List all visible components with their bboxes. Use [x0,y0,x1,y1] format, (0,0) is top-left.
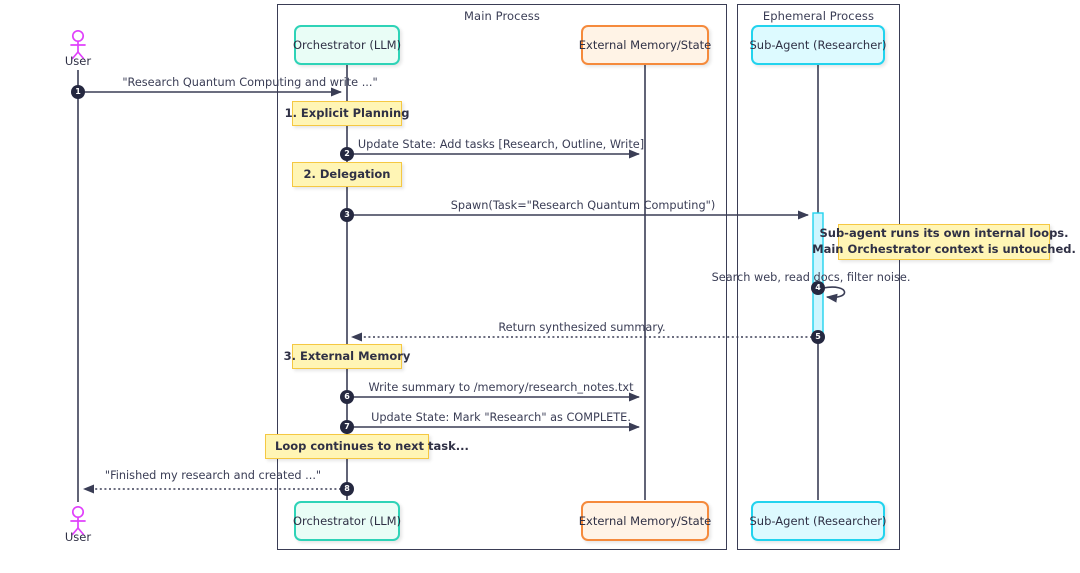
group-title-ephemeral-process: Ephemeral Process [762,9,875,23]
participant-box-memory-top[interactable]: External Memory/State [579,25,711,65]
note-loop-continues: Loop continues to next task... [265,434,469,459]
note-subagent-line-1: Sub-agent runs its own internal loops. [819,226,1069,241]
sequence-badge-3: 3 [340,208,354,222]
actor-label-user-top: User [64,54,92,68]
participant-box-memory-bottom[interactable]: External Memory/State [579,501,711,541]
message-label-8: "Finished my research and created ..." [104,469,322,482]
actor-user-bottom-icon [70,505,86,536]
group-frame-ephemeral-process [737,4,900,550]
note-subagent-line-2: Main Orchestrator context is untouched. [812,242,1076,256]
sequence-badge-7: 7 [340,420,354,434]
participant-box-orchestrator-bottom[interactable]: Orchestrator (LLM) [293,501,401,541]
group-title-main-process: Main Process [464,9,540,23]
actor-user-top-icon [70,29,86,60]
message-label-4: Search web, read docs, filter noise. [711,271,911,284]
actor-label-user-bottom: User [64,530,92,544]
message-arrow-4-self-loop [822,286,846,303]
note-delegation: 2. Delegation [292,162,402,187]
sequence-badge-6: 6 [340,390,354,404]
message-label-6: Write summary to /memory/research_notes.… [368,381,634,394]
message-label-1: "Research Quantum Computing and write ..… [122,76,378,89]
sequence-badge-1: 1 [71,85,85,99]
sequence-badge-5: 5 [811,330,825,344]
message-label-3: Spawn(Task="Research Quantum Computing") [450,199,716,212]
message-label-7: Update State: Mark "Research" as COMPLET… [371,411,631,424]
sequence-badge-8: 8 [340,482,354,496]
message-label-5: Return synthesized summary. [498,321,666,334]
message-label-2: Update State: Add tasks [Research, Outli… [357,138,645,151]
participant-box-subagent-top[interactable]: Sub-Agent (Researcher) [750,25,887,65]
note-subagent-internal-loops: Sub-agent runs its own internal loops. M… [812,224,1076,260]
group-frame-main-process [277,4,727,550]
participant-box-subagent-bottom[interactable]: Sub-Agent (Researcher) [750,501,887,541]
sequence-badge-4: 4 [811,281,825,295]
participant-box-orchestrator-top[interactable]: Orchestrator (LLM) [293,25,401,65]
note-explicit-planning: 1. Explicit Planning [285,101,409,126]
note-external-memory: 3. External Memory [284,344,410,369]
sequence-badge-2: 2 [340,147,354,161]
